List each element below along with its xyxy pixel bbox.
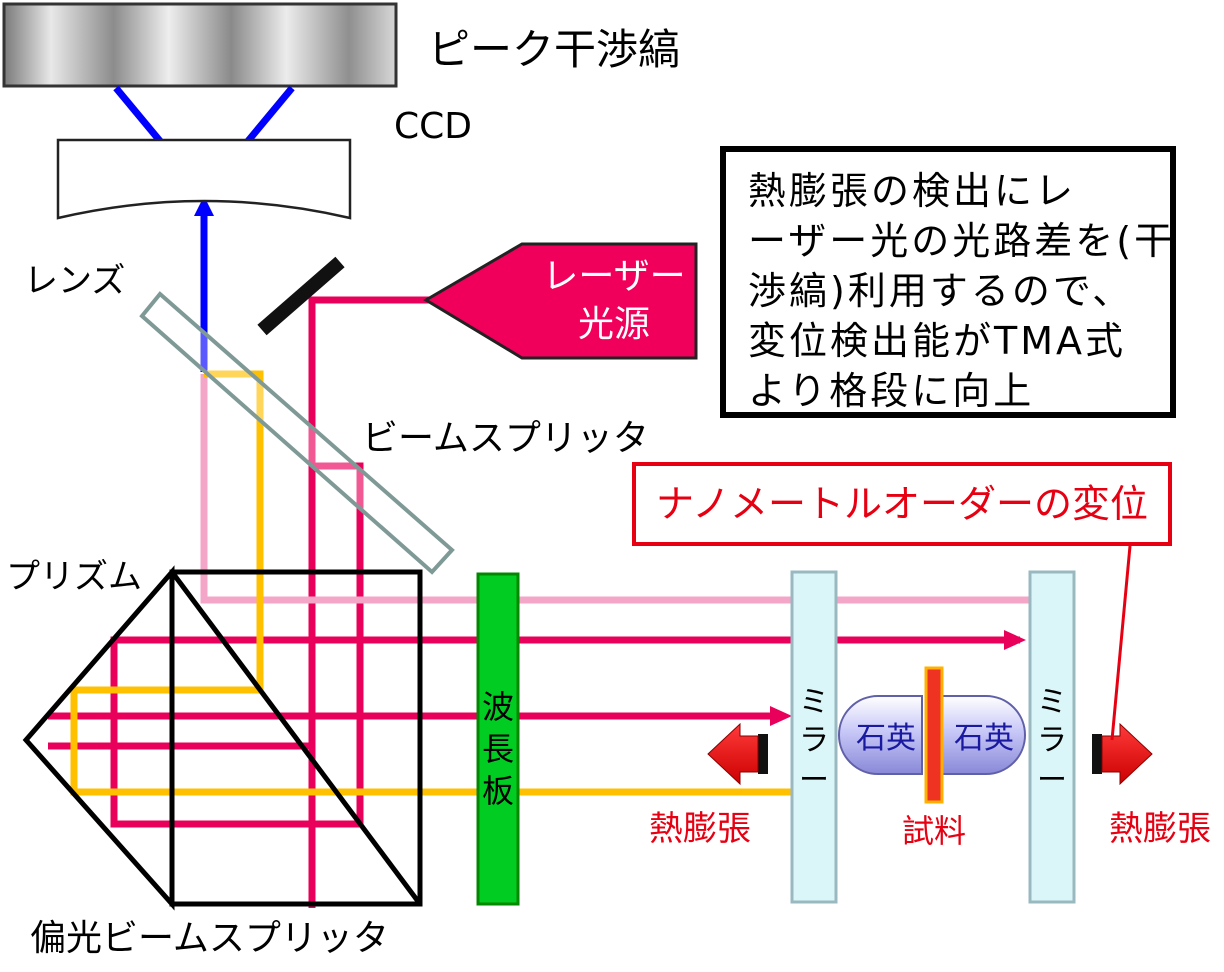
- quartz-right-label: 石英: [954, 721, 1014, 756]
- wave-plate-label-3: 板: [482, 772, 514, 810]
- note-line-5: より格段に向上: [748, 369, 1035, 413]
- prism-label: プリズム: [6, 557, 142, 597]
- peak-fringe-label: ピーク干渉縞: [428, 25, 680, 74]
- callout-text: ナノメートルオーダーの変位: [655, 482, 1149, 526]
- wave-plate-label-1: 波: [482, 688, 514, 726]
- quartz-left-label: 石英: [856, 721, 916, 756]
- mirror-left-label-2: ラ: [799, 723, 829, 758]
- mirror-right-label-1: ミ: [1037, 685, 1067, 720]
- mirror-left: [790, 570, 838, 904]
- beam-splitter-label: ビームスプリッタ: [362, 418, 649, 459]
- laser-source: [423, 242, 698, 360]
- note-line-4: 変位検出能がTMA式: [748, 319, 1126, 363]
- blue-beam-arrowhead: [194, 196, 214, 216]
- mirror-right-label-3: ー: [1037, 763, 1067, 798]
- laser-source-label-line2: 光源: [578, 304, 650, 345]
- mirror-left-label-3: ー: [799, 763, 829, 798]
- polarizing-beam-splitter-label: 偏光ビームスプリッタ: [30, 918, 389, 959]
- expansion-arrow-right: [1092, 722, 1153, 786]
- quartz-rod-left: [838, 695, 923, 775]
- beam-splitter-plate: [139, 291, 455, 575]
- quartz-rod-right: [941, 695, 1026, 775]
- lens: [56, 138, 352, 220]
- expansion-arrow-left: [707, 722, 768, 786]
- mirror-left-label-1: ミ: [799, 685, 829, 720]
- fold-mirror: [257, 256, 345, 336]
- thermal-expansion-label-right: 熱膨張: [1109, 809, 1211, 849]
- note-line-3: 渉縞)利用するので、: [748, 269, 1134, 313]
- laser-beam-arrowhead-mirror-right: [1004, 630, 1026, 650]
- reference-beam: [200, 374, 1030, 604]
- nanometer-displacement-callout: ナノメートルオーダーの変位: [632, 462, 1172, 546]
- callout-leader-line: [1110, 545, 1132, 741]
- polarizing-beam-splitter-prism: [22, 565, 423, 911]
- mirror-right-label-2: ラ: [1037, 723, 1067, 758]
- mirror-right: [1028, 570, 1076, 904]
- laser-source-label-line1: レーザー: [542, 256, 685, 297]
- explanation-note-box: 熱膨張の検出にレ ーザー光の光路差を(干 渉縞)利用するので、 変位検出能がTM…: [720, 146, 1176, 418]
- thermal-expansion-label-left: 熱膨張: [649, 809, 751, 849]
- sample-label: 試料: [902, 812, 966, 850]
- note-line-2: ーザー光の光路差を(干: [748, 219, 1176, 263]
- ccd-label: CCD: [394, 106, 472, 147]
- laser-beam-arrowhead-mirror-left: [770, 706, 792, 726]
- ccd-fringe-strip: [2, 2, 398, 88]
- sample-block: [924, 666, 944, 804]
- wave-plate-label-2: 長: [482, 730, 514, 768]
- note-line-1: 熱膨張の検出にレ: [748, 169, 1077, 213]
- wave-plate: [476, 572, 520, 906]
- lens-label: レンズ: [24, 261, 125, 301]
- laser-beam: [48, 296, 1020, 908]
